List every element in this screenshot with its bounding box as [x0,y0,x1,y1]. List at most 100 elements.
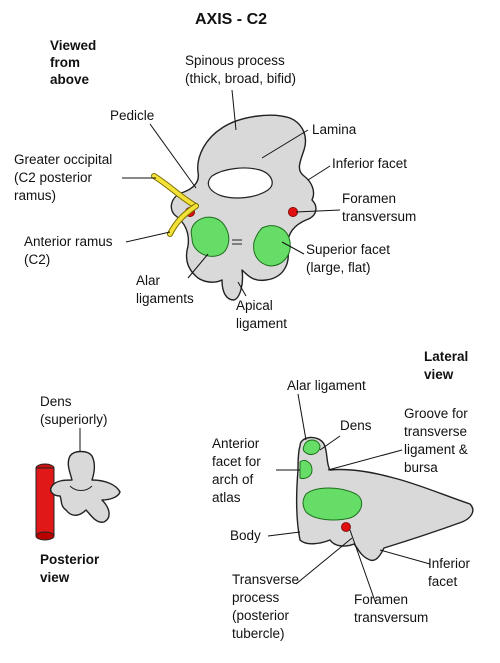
label-line: Dens [340,418,372,433]
label-alar-ligament-lateral: Alar ligament [287,378,366,393]
axis-posterior-outline [50,450,121,523]
label-line: (C2 posterior [14,170,93,185]
label-foramen-transversum-above: Foramen transversum [342,191,416,224]
leader-lamina [261,129,309,159]
label-inferior-facet-above: Inferior facet [332,156,407,171]
superior-facet-left [190,216,230,257]
label-line: bursa [404,460,438,475]
label-line: Superior facet [306,242,390,257]
lateral-foramen-transversum [341,522,351,532]
vertebral-foramen [207,167,273,199]
label-line: Foramen [354,592,408,607]
anterior-ramus-nerve [168,204,198,236]
leader-dens-lateral [319,435,341,451]
leader-foramen-lateral [349,529,377,605]
label-line: Groove for [404,406,468,421]
label-apical-ligament: Apical ligament [236,298,287,331]
above-view-heading: Viewed from above [50,38,96,87]
leader-groove [327,449,403,471]
label-line: Pedicle [110,108,154,123]
label-line: (superiorly) [40,412,108,427]
label-line: Transverse [232,572,299,587]
greater-occipital-nerve [152,174,198,208]
lateral-alar-facet [302,439,321,455]
label-line: ramus) [14,188,56,203]
label-line: facet for [212,454,261,469]
leader-inferior-facet [307,165,331,181]
label-dens-posterior: Dens (superiorly) [40,394,108,427]
leader-alar [187,253,209,279]
label-line: Lamina [312,122,357,137]
label-line: arch of [212,472,254,487]
label-line: (large, flat) [306,260,371,275]
label-dens-lateral: Dens [340,418,372,433]
axis-lateral-outline [295,436,474,562]
label-line: view [424,367,454,382]
label-line: atlas [212,490,241,505]
label-inferior-facet-lateral: Inferior facet [428,556,471,589]
label-line: ligament [236,316,287,331]
label-superior-facet: Superior facet (large, flat) [306,242,390,275]
label-line: facet [428,574,458,589]
leader-transverse [295,537,353,585]
leader-superior-facet [281,241,305,255]
label-line: from [50,55,80,70]
label-line: transverse [404,424,467,439]
label-line: transversum [342,209,416,224]
label-line: Foramen [342,191,396,206]
label-anterior-facet: Anterior facet for arch of atlas [212,436,261,505]
diagram-title: AXIS - C2 [195,11,267,28]
label-greater-occipital: Greater occipital (C2 posterior ramus) [14,152,112,203]
label-line: Alar [136,273,161,288]
label-line: Viewed [50,38,96,53]
canal-cylinder-bottom [35,531,55,541]
label-line: (posterior [232,608,290,623]
label-line: Anterior ramus [24,234,113,249]
label-line: ligament & [404,442,468,457]
leader-body [267,531,301,537]
lateral-view-heading: Lateral view [424,349,468,382]
label-line: above [50,72,90,87]
view-from-above: Viewed from above Spinous process (thick, b… [14,38,416,331]
leader-inferior-facet-lateral [379,549,431,565]
label-groove: Groove for transverse ligament & bursa [404,406,468,475]
label-line: (thick, broad, bifid) [185,71,296,86]
leader-foramen [295,209,341,213]
label-line: Lateral [424,349,468,364]
lateral-superior-facet [302,487,363,521]
leader-apical [237,281,247,297]
leader-alar-lateral [297,393,307,441]
superior-facet-right [253,225,291,267]
label-pedicle: Pedicle [110,108,154,123]
label-line: Alar ligament [287,378,366,393]
label-body: Body [230,528,261,543]
label-line: Anterior [212,436,260,451]
label-line: Spinous process [185,53,285,68]
leader-pedicle [149,123,197,189]
canal-cylinder [35,467,55,537]
label-lamina: Lamina [312,122,357,137]
label-line: Greater occipital [14,152,112,167]
leader-anterior-ramus [125,231,171,243]
lateral-anterior-facet [299,459,313,479]
label-line: Dens [40,394,72,409]
label-spinous-process: Spinous process (thick, broad, bifid) [185,53,296,86]
label-line: Body [230,528,261,543]
label-anterior-ramus: Anterior ramus (C2) [24,234,113,267]
label-line: ligaments [136,291,194,306]
lateral-view: Lateral view Alar ligament Dens Groove fo… [212,349,474,641]
posterior-bone-contour [69,485,93,491]
label-line: Posterior [40,552,100,567]
label-line: Apical [236,298,273,313]
label-line: Inferior facet [332,156,407,171]
label-alar-ligaments: Alar ligaments [136,273,194,306]
label-line: process [232,590,280,605]
label-line: Inferior [428,556,471,571]
label-line: (C2) [24,252,50,267]
